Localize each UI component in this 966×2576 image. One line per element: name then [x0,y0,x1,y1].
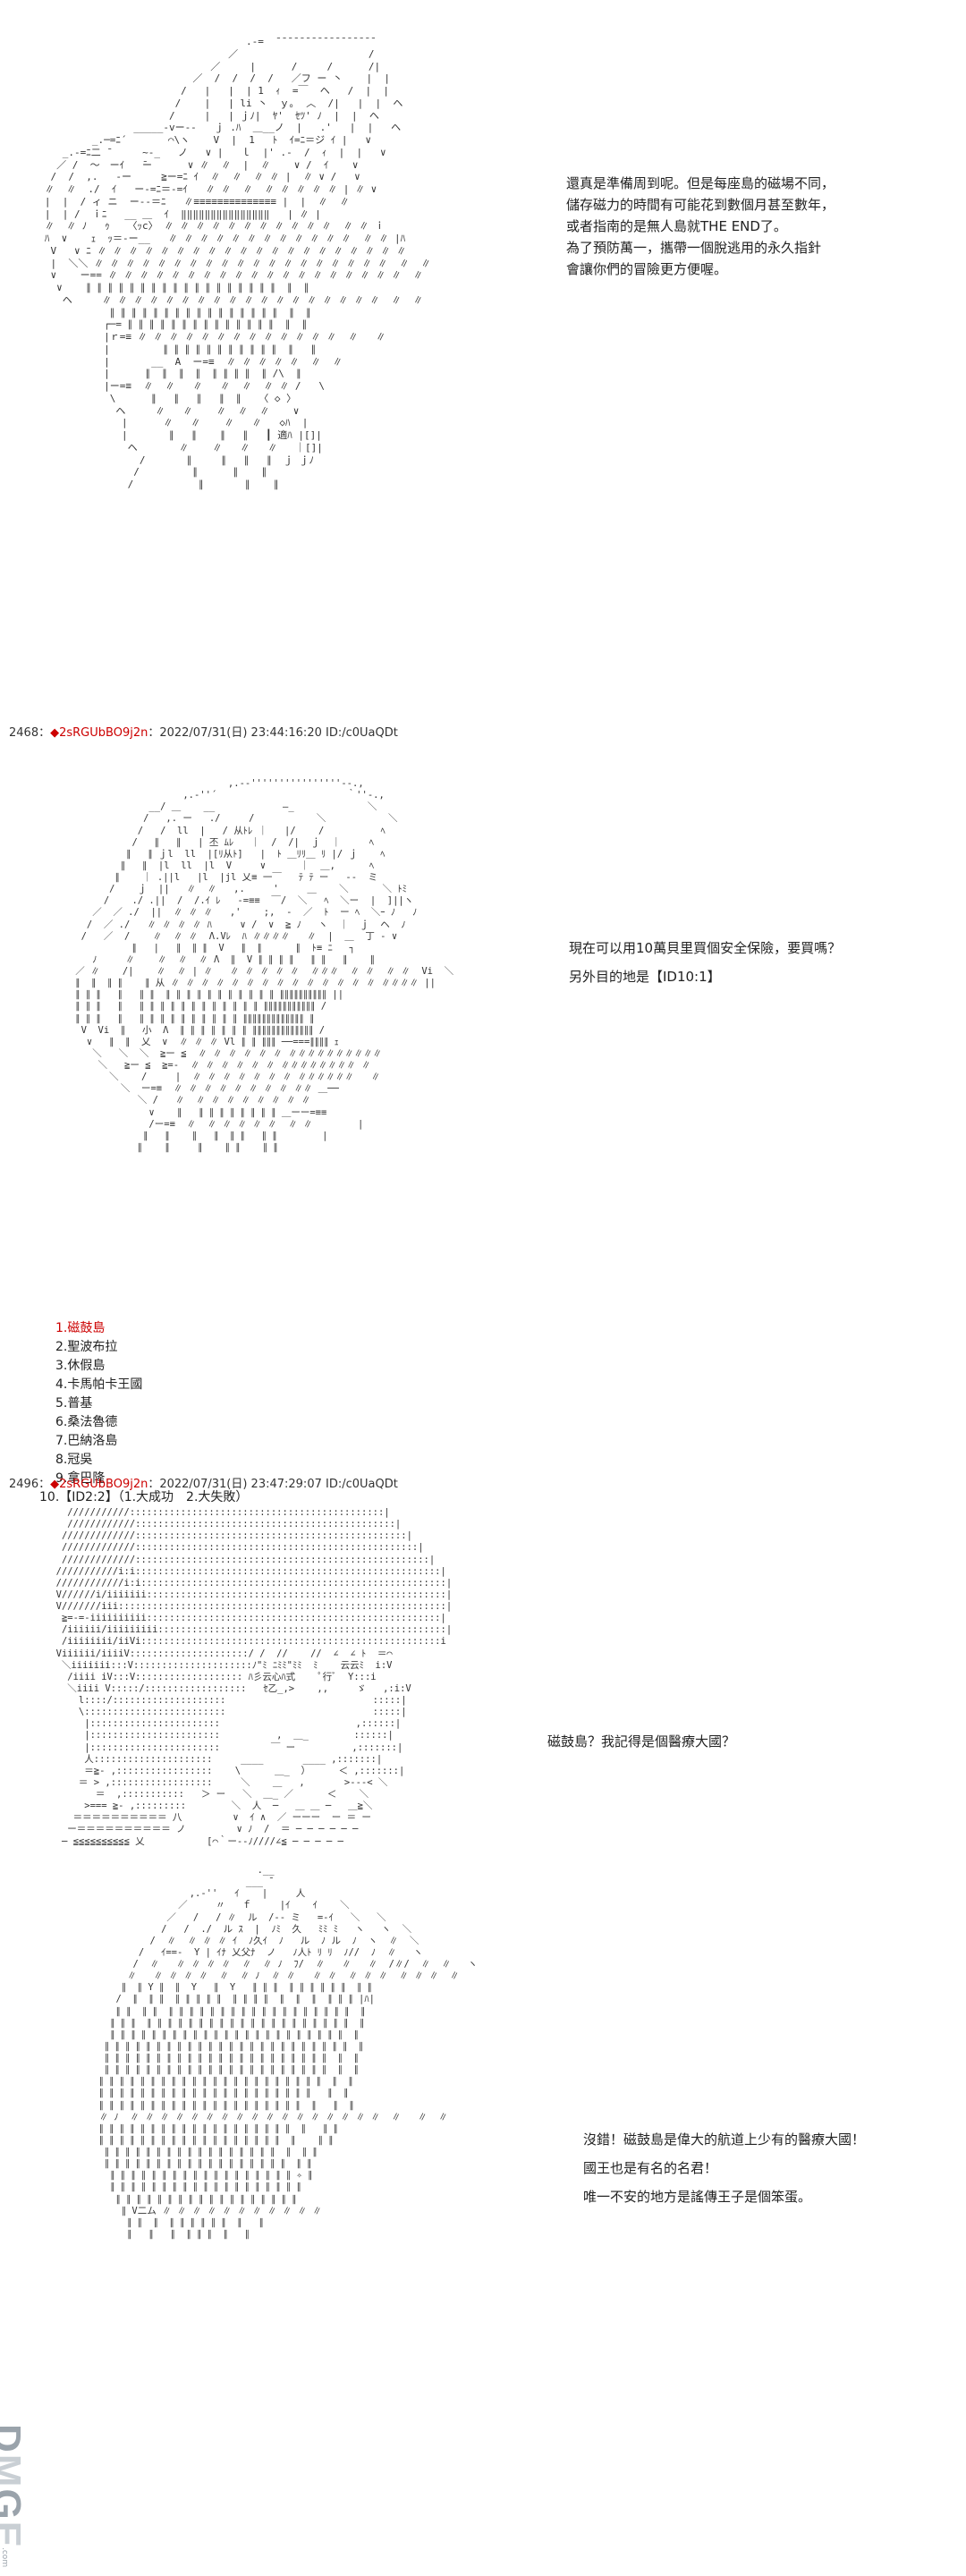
list-item: 1.磁鼓島 [55,1321,106,1335]
dialog-line: 唯一不安的地方是謠傳王子是個笨蛋。 [583,2189,812,2205]
dialog-panel-4: 沒錯！磁鼓島是偉大的航道上少有的醫療大國！ 國王也是有名的名君！ 唯一不安的地方… [583,2129,865,2207]
destination-list: 1.磁鼓島 2.聖波布拉 3.休假島 4.卡馬帕卡王國 5.普基 6.桑法魯德 … [39,1319,248,1507]
dialog-panel-2: 現在可以用10萬貝里買個安全保險，要買嗎？ 另外目的地是【ID10:1】 [569,937,841,987]
watermark-logo: DMGE [0,2424,29,2549]
list-item: 2.聖波布拉 [55,1340,118,1354]
list-item: 10.【ID2:2】（1.大成功 2.大失敗） [39,1490,249,1504]
post-header: 2468：◆2sRGUbBO9j2n：2022/07/31(日) 23:44:1… [9,726,398,740]
dialog-line: 國王也是有名的名君！ [583,2160,718,2176]
post-number: 2496 [9,1478,39,1491]
list-item: 3.休假島 [55,1359,106,1373]
list-item: 7.巴納洛島 [55,1434,118,1448]
tripcode[interactable]: ◆2sRGUbBO9j2n [50,726,148,740]
ascii-art-girl-2: ,.-‐''''''''''''''''‐-., ,.-''´ ｀''-., _… [75,778,454,1153]
post-datetime: ：2022/07/31(日) 23:44:16:20 [148,726,322,740]
dialog-line: 或者指南的是無人島就THE END了。 [566,218,787,234]
list-item: 6.桑法魯德 [55,1415,118,1429]
list-item: 5.普基 [55,1396,93,1411]
dialog-panel-1: 還真是準備周到呢。但是每座島的磁場不同， 儲存磁力的時間有可能花到數個月甚至數年… [566,173,835,280]
post-datetime: ：2022/07/31(日) 23:47:29:07 [148,1478,322,1491]
post-number: 2468 [9,726,39,740]
dialog-line: 會讓你們的冒險更方便喔。 [566,261,728,277]
ascii-art-face-3: ///////////:::::::::::::::::::::::::::::… [55,1507,453,1847]
dialog-line: 還真是準備周到呢。但是每座島的磁場不同， [566,175,835,191]
dialog-panel-3: 磁鼓島？我記得是個醫療大國？ [547,1731,735,1752]
dialog-line: 為了預防萬一，攜帶一個脫逃用的永久指針 [566,240,822,256]
site-watermark: DMGE .com [0,2415,55,2567]
list-item: 9.拿巴隆 [55,1471,106,1486]
list-item: 4.卡馬帕卡王國 [55,1377,143,1392]
list-item: 8.冠吳 [55,1453,93,1467]
dialog-line: 儲存磁力的時間有可能花到數個月甚至數年， [566,197,835,213]
tripcode[interactable]: ◆2sRGUbBO9j2n [50,1478,148,1491]
post-id[interactable]: ID:/c0UaQDt [326,726,398,740]
dialog-line: 沒錯！磁鼓島是偉大的航道上少有的醫療大國！ [583,2131,866,2148]
dialog-line: 現在可以用10萬貝里買個安全保險，要買嗎？ [569,940,842,956]
dialog-line: 另外目的地是【ID10:1】 [569,969,721,985]
ascii-art-girl-4: .__ ___ ̄ ,.‐'' ｲ | 人 ／ 〃 ｆ |ｲ ｲ ＼ ／ / /… [98,1865,478,2240]
post-header: 2496：◆2sRGUbBO9j2n：2022/07/31(日) 23:47:2… [9,1478,398,1491]
dialog-line: 磁鼓島？我記得是個醫療大國？ [547,1733,736,1750]
ascii-art-girl-1: .-= ̄ ̄ ̄ ̄ ̄ ̄ ̄ ̄ ̄ ̄ ̄ ̄ ̄ ̄ ̄ ̄ ̄ ／ … [44,36,431,490]
watermark-domain: .com [0,2547,9,2568]
post-id[interactable]: ID:/c0UaQDt [326,1478,398,1491]
